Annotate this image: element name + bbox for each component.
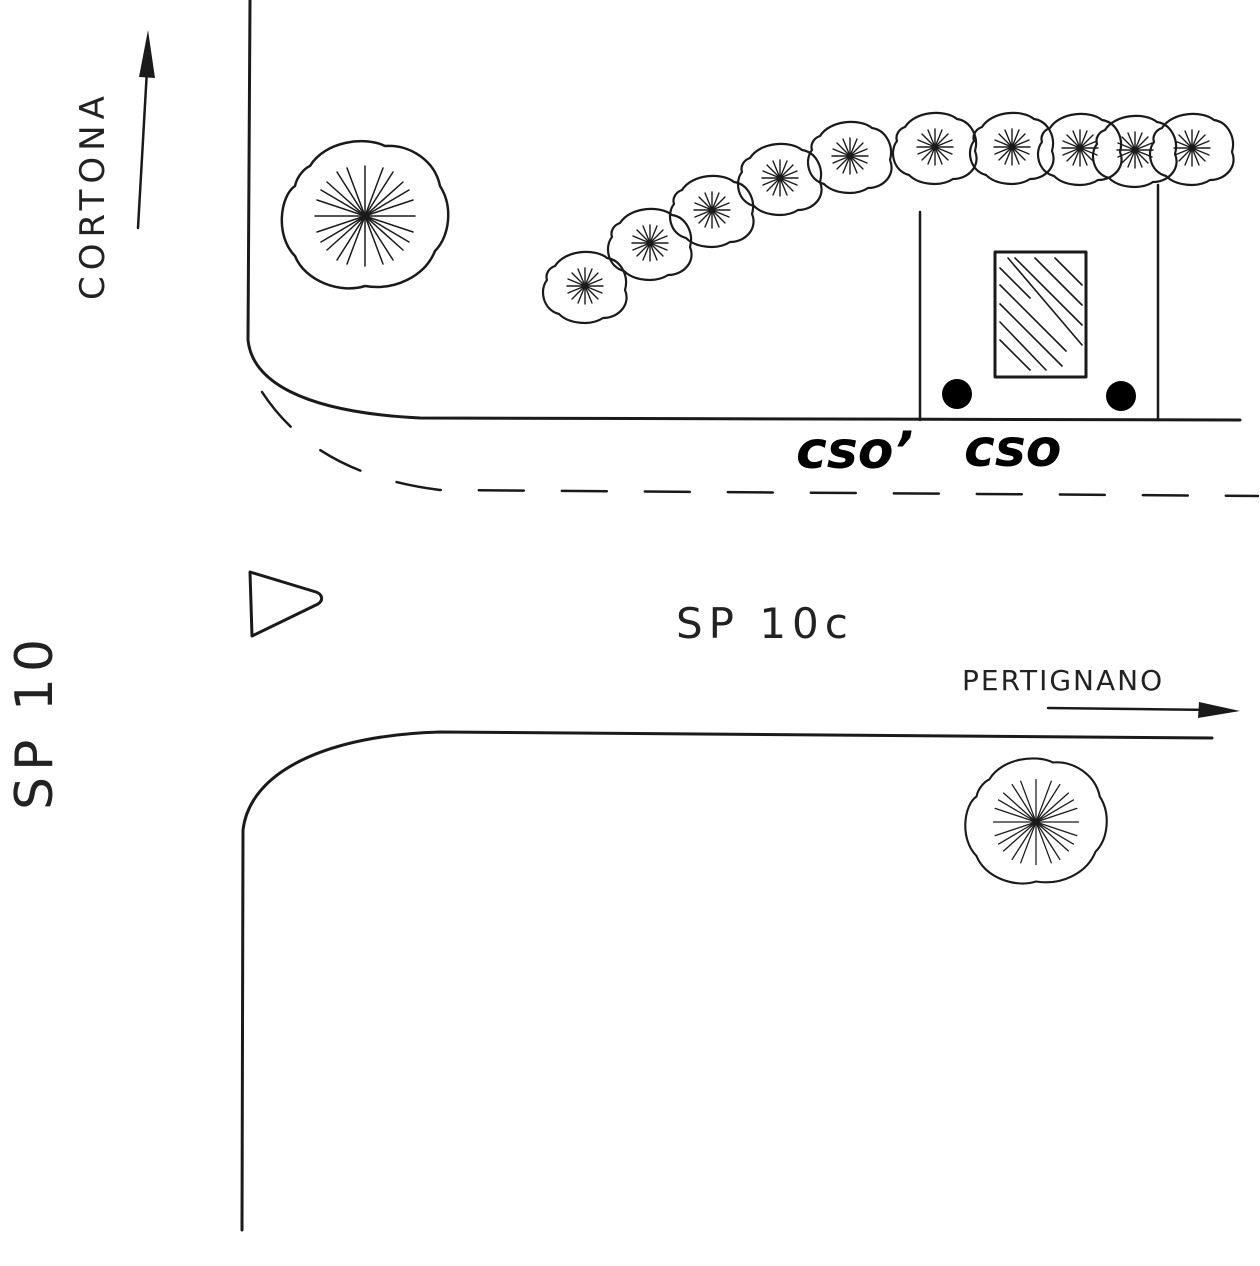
- label-cortona: CORTONA: [73, 90, 113, 300]
- road-edge-upper: [246, 0, 1242, 422]
- label-sp10c: SP 10c: [676, 599, 854, 648]
- yield-sign-icon: [248, 570, 324, 638]
- tree-icon: [280, 139, 450, 290]
- road-edge-lower: [240, 730, 1214, 1232]
- label-sp10: SP 10: [5, 633, 65, 810]
- tree-icon: [964, 757, 1108, 885]
- road-center-dashed-line: [260, 390, 1260, 498]
- post-icon: [942, 379, 972, 409]
- cabinet-icon: [918, 183, 1160, 422]
- post-icon: [1106, 381, 1136, 411]
- label-cso-1: cso’: [796, 421, 913, 481]
- label-cso-2: cso: [964, 419, 1062, 479]
- arrow-icon: [1046, 702, 1240, 718]
- arrow-icon: [136, 30, 155, 230]
- label-pertignano: PERTIGNANO: [962, 664, 1164, 697]
- hedge-icon: [541, 111, 1235, 325]
